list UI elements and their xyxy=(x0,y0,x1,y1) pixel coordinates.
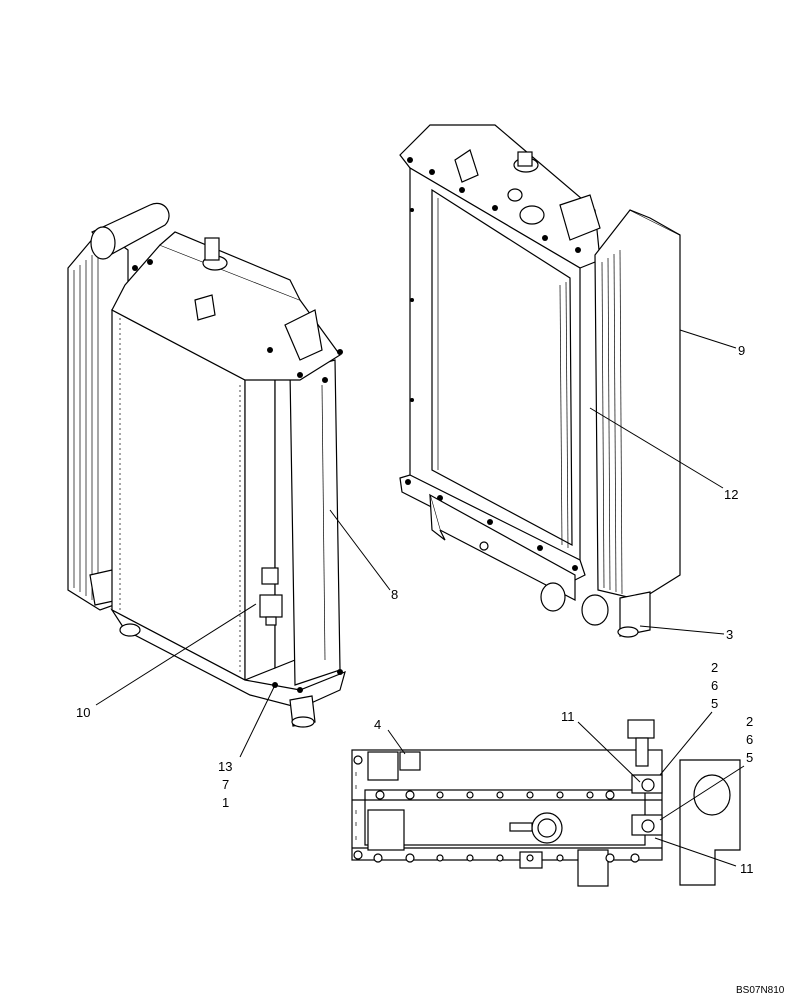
callout-5-second: 5 xyxy=(746,750,753,765)
left-radiator-assembly xyxy=(67,202,346,728)
callout-2-first: 2 xyxy=(711,660,718,675)
callout-6-first: 6 xyxy=(711,678,718,693)
callout-8: 8 xyxy=(391,587,398,602)
drawing-code: BS07N810 xyxy=(736,985,785,996)
right-radiator-assembly xyxy=(399,124,681,638)
callout-7: 7 xyxy=(222,777,229,792)
callout-9: 9 xyxy=(738,343,745,358)
callout-4: 4 xyxy=(374,717,381,732)
callout-10: 10 xyxy=(76,705,90,720)
detail-top-view xyxy=(351,719,741,887)
callout-3: 3 xyxy=(726,627,733,642)
callout-1: 1 xyxy=(222,795,229,810)
callout-5-first: 5 xyxy=(711,696,718,711)
callout-2-second: 2 xyxy=(746,714,753,729)
leader-lines xyxy=(95,329,745,867)
callout-labels: 9 12 3 8 10 13 7 1 4 11 2 6 5 2 6 5 11 xyxy=(76,343,754,876)
callout-6-second: 6 xyxy=(746,732,753,747)
callout-11-top: 11 xyxy=(561,709,575,724)
callout-13: 13 xyxy=(218,759,232,774)
callout-12: 12 xyxy=(724,487,738,502)
callout-11-bottom: 11 xyxy=(740,861,754,876)
